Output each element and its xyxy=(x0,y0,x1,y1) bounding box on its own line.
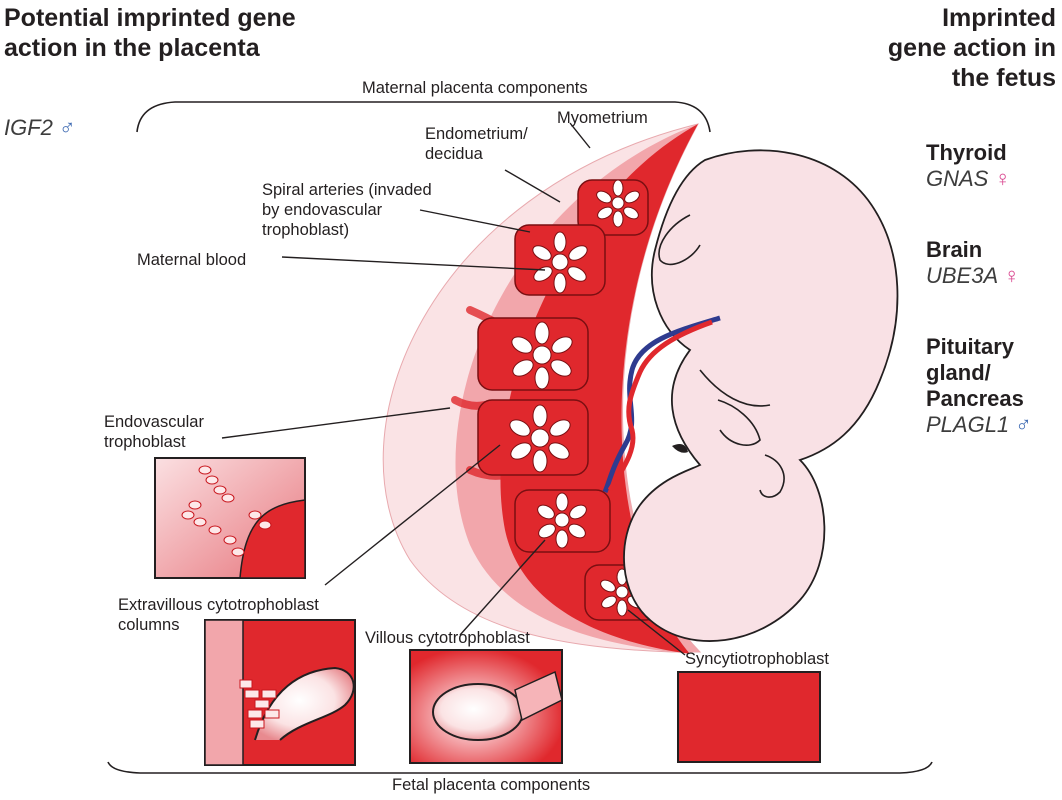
organ-name-line2: gland/ xyxy=(926,360,991,385)
organ-gene: GNAS xyxy=(926,166,989,191)
inset-villous xyxy=(409,649,563,764)
inset-syncytio xyxy=(677,671,821,763)
maternal-components-label: Maternal placenta components xyxy=(362,79,588,97)
organ-name: Brain xyxy=(926,237,983,262)
organ-gene: PLAGL1 xyxy=(926,412,1010,437)
fetal-components-label: Fetal placenta components xyxy=(392,776,591,794)
endometrium-label-line1: Endometrium/ xyxy=(425,125,528,143)
organ-brain: Brain UBE3A ♀ xyxy=(926,237,1020,289)
fetus-header: Imprinted gene action in the fetus xyxy=(888,3,1056,93)
placenta-gene-name: IGF2 xyxy=(4,115,53,140)
endometrium-label: Endometrium/ decidua xyxy=(425,124,528,164)
maternal-bracket xyxy=(136,101,711,133)
fetal-bracket xyxy=(107,761,933,774)
fetus-eye xyxy=(672,444,688,453)
spiral-arteries-label-line3: trophoblast) xyxy=(262,221,350,239)
organ-name: Thyroid xyxy=(926,140,1007,165)
maternal-blood-label: Maternal blood xyxy=(137,251,247,269)
fetus-header-line1: Imprinted xyxy=(942,4,1056,32)
female-symbol-icon: ♀ xyxy=(1003,263,1020,288)
extravillous-label: Extravillous cytotrophoblast columns xyxy=(118,595,319,635)
organ-gene: UBE3A xyxy=(926,263,998,288)
female-symbol-icon: ♀ xyxy=(994,166,1011,191)
fetus-header-line2: gene action in xyxy=(887,34,1056,62)
spiral-arteries-label-line2: by endovascular xyxy=(262,201,383,219)
endometrium-label-line2: decidua xyxy=(425,145,483,163)
inset-extravillous xyxy=(204,619,356,766)
organ-name-line1: Pituitary xyxy=(926,334,1015,359)
spiral-arteries-label-line1: Spiral arteries (invaded xyxy=(262,181,432,199)
fetus-header-line3: the fetus xyxy=(951,64,1056,92)
male-symbol-icon: ♂ xyxy=(1015,412,1032,437)
fetus-body xyxy=(623,149,899,642)
placenta-header: Potential imprinted gene action in the p… xyxy=(4,3,296,63)
placenta-gene: IGF2 ♂ xyxy=(4,115,76,141)
endovascular-label-line2: trophoblast xyxy=(104,433,186,451)
spiral-arteries-label: Spiral arteries (invaded by endovascular… xyxy=(262,180,432,240)
extravillous-label-line1: Extravillous cytotrophoblast xyxy=(118,596,319,614)
male-symbol-icon: ♂ xyxy=(59,115,76,140)
endovascular-label: Endovascular trophoblast xyxy=(104,412,204,452)
umbilical-cord-red xyxy=(607,319,713,492)
organ-name-line3: Pancreas xyxy=(926,386,1024,411)
villous-label: Villous cytotrophoblast xyxy=(365,629,530,647)
myometrium-label: Myometrium xyxy=(557,109,648,127)
endovascular-label-line1: Endovascular xyxy=(104,413,204,431)
fetus-details xyxy=(658,214,785,498)
placenta-header-line2: action in the placenta xyxy=(4,34,260,62)
inset-endovascular xyxy=(154,457,306,579)
leader-lines xyxy=(221,122,686,656)
extravillous-label-line2: columns xyxy=(118,616,180,634)
syncytio-label: Syncytiotrophoblast xyxy=(685,650,829,668)
placenta-header-line1: Potential imprinted gene xyxy=(4,4,296,32)
organ-pituitary-pancreas: Pituitary gland/ Pancreas PLAGL1 ♂ xyxy=(926,334,1032,438)
organ-thyroid: Thyroid GNAS ♀ xyxy=(926,140,1011,192)
